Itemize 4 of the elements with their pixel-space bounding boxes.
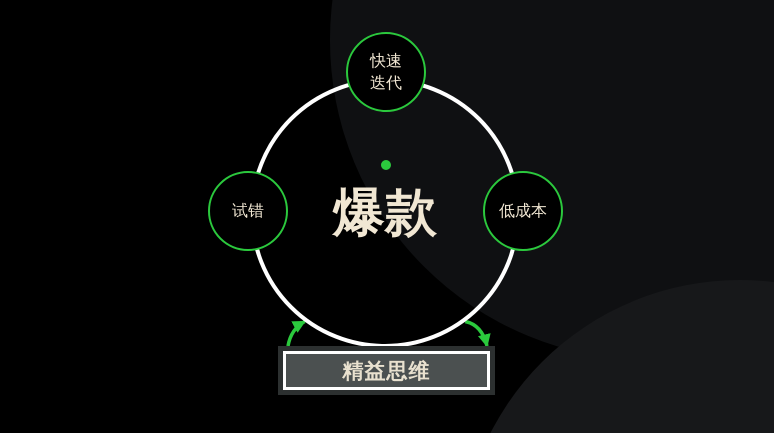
- label-box: 精益思维: [278, 346, 495, 395]
- curved-arrow: [286, 320, 306, 346]
- step-circle: 试错: [208, 171, 288, 251]
- curved-arrow: [464, 320, 490, 348]
